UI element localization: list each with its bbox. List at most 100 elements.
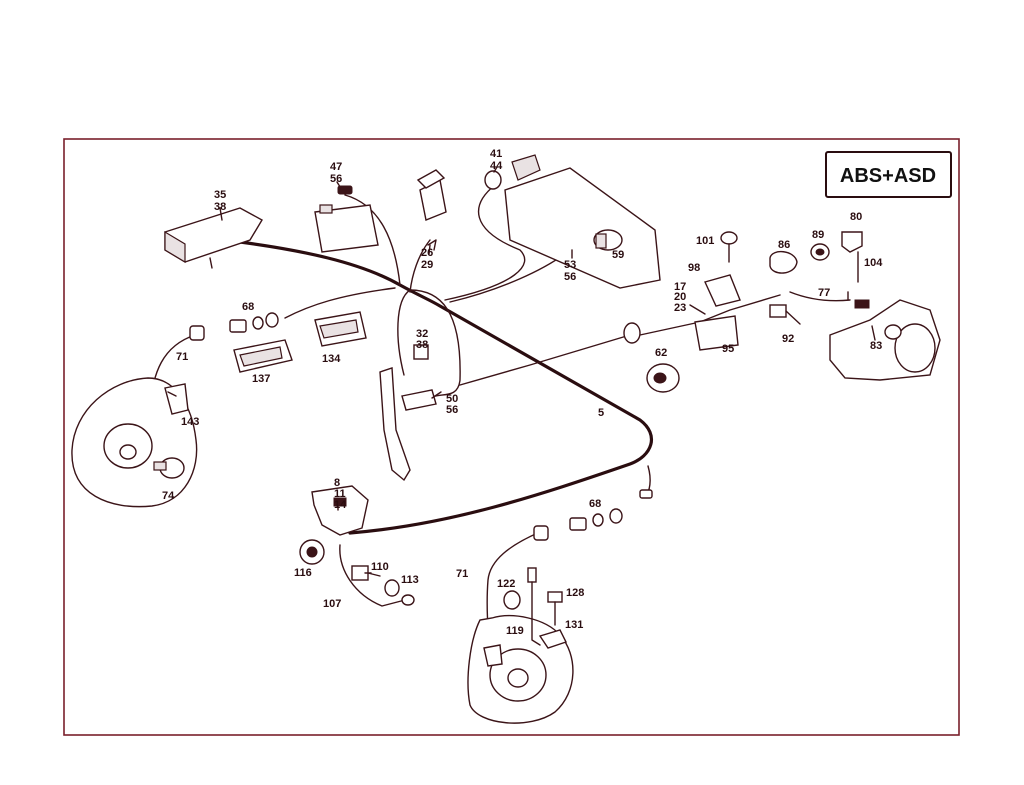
label-35: 35 (214, 189, 226, 201)
bracket-95 (694, 315, 739, 351)
label-11: 11 (334, 488, 346, 500)
label-119: 119 (506, 625, 524, 637)
hydraulic-unit-body (504, 167, 661, 289)
axle-flange (894, 323, 936, 373)
clip-131 (538, 629, 567, 649)
label-41: 41 (490, 148, 502, 160)
strap-107-eye (401, 594, 415, 606)
plug-71-a (189, 325, 205, 341)
label-74: 74 (162, 490, 175, 502)
control-unit-side (164, 230, 186, 264)
bracket-8-plate (333, 497, 347, 507)
label-56: 56 (330, 173, 342, 185)
rear-sensor-plug (854, 299, 870, 309)
label-86: 86 (778, 239, 790, 251)
ring-68-c (592, 513, 604, 527)
sensor-bracket-143 (164, 383, 189, 415)
label-80: 80 (850, 211, 862, 223)
label-38-b: 38 (416, 339, 428, 351)
nut-116-hole (306, 546, 318, 558)
label-38: 38 (214, 201, 226, 213)
label-32: 32 (416, 328, 428, 340)
wire-to-pump (444, 184, 526, 301)
label-47: 47 (330, 161, 342, 173)
label-44: 44 (490, 160, 503, 172)
washer-113 (384, 579, 400, 597)
label-92: 92 (782, 333, 794, 345)
rear-brake-disc (467, 567, 574, 724)
ring-68-b (265, 312, 279, 328)
screw-101-head (720, 231, 738, 245)
label-56-b: 56 (564, 271, 576, 283)
leader-17 (689, 304, 706, 315)
battery-47 (314, 185, 379, 253)
leader-26 (428, 244, 431, 255)
label-71-b: 71 (456, 568, 468, 580)
disc-center (119, 444, 137, 460)
label-8: 8 (334, 477, 340, 489)
module-32 (379, 344, 437, 482)
battery-body (314, 204, 379, 253)
bracket-50 (401, 389, 437, 411)
harness-trunk (238, 240, 653, 535)
label-77: 77 (818, 287, 830, 299)
part-labels: 35 38 47 56 26 29 41 44 53 56 59 101 86 … (162, 148, 883, 637)
bolt-74-shank (153, 461, 167, 471)
label-20: 20 (674, 291, 686, 303)
pedal-bracket (379, 367, 411, 482)
label-29: 29 (421, 259, 433, 271)
label-134: 134 (322, 353, 341, 365)
diagram-frame (63, 138, 960, 736)
relay-26 (416, 169, 447, 251)
sensor-wire-119 (531, 581, 541, 646)
wire-to-front-connector (284, 287, 396, 319)
battery-terminal (319, 204, 333, 214)
label-104: 104 (864, 257, 883, 269)
connector-68-rear (533, 489, 653, 541)
badge-text: ABS+ASD (840, 165, 936, 187)
badge-box (825, 151, 952, 198)
wire-to-relay (409, 239, 431, 293)
leader-83 (871, 325, 876, 341)
bushing-89-hole (815, 248, 825, 256)
bracket-8-body (311, 485, 369, 536)
hydraulic-unit-59 (504, 167, 661, 289)
plug-68-a (229, 319, 247, 333)
label-14: 14 (334, 499, 347, 511)
leader-47 (336, 181, 343, 191)
module-32-body (413, 344, 429, 360)
ring-68-d (609, 508, 623, 524)
relay-clip (427, 239, 437, 251)
strap-107 (339, 544, 406, 607)
relay-134-top (319, 319, 359, 339)
wire-to-battery (344, 194, 401, 286)
axle-seal (884, 324, 902, 340)
grommet-62 (623, 322, 680, 393)
pump-bellows (511, 154, 541, 181)
bracket-8 (311, 485, 369, 536)
label-122: 122 (497, 578, 515, 590)
wire-rear-sensor-end (789, 291, 851, 302)
label-143: 143 (181, 416, 199, 428)
control-unit-35 (164, 207, 263, 269)
disc2-center (507, 668, 529, 688)
plug-68-c (569, 517, 587, 531)
label-137: 137 (252, 373, 270, 385)
label-68-b: 68 (589, 498, 601, 510)
relay-cap (416, 169, 446, 189)
front-brake-disc (71, 377, 198, 508)
wire-loop (409, 289, 461, 399)
label-56-c: 56 (446, 404, 458, 416)
plug-68-d (639, 489, 653, 499)
label-110: 110 (371, 561, 389, 573)
label-116: 116 (294, 567, 312, 579)
label-107: 107 (323, 598, 341, 610)
label-101: 101 (696, 235, 714, 247)
label-98: 98 (688, 262, 700, 274)
connector-68-front (189, 312, 279, 341)
label-131: 131 (565, 619, 583, 631)
bolt-92-shank (785, 310, 801, 325)
label-95: 95 (722, 343, 734, 355)
relay-block-137 (233, 339, 293, 373)
